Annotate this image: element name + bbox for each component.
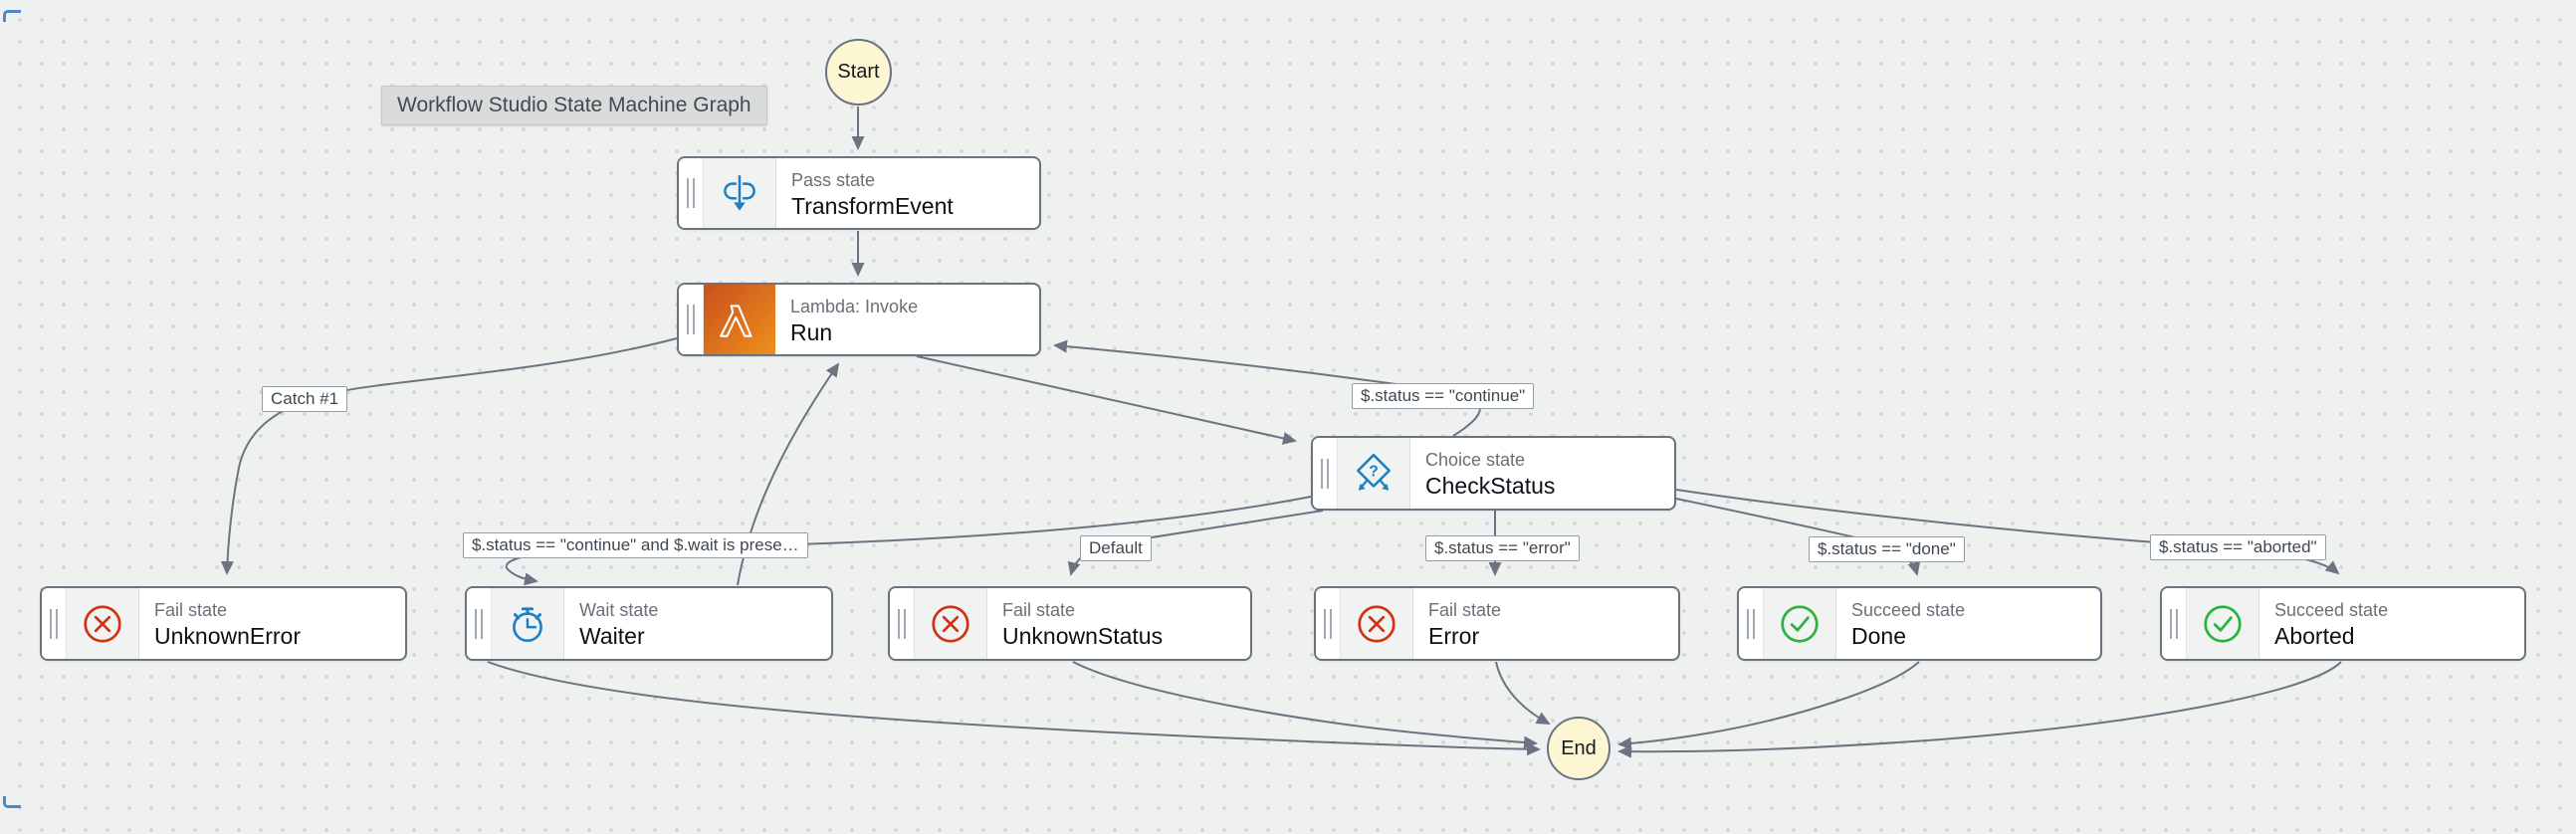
graph-tooltip: Workflow Studio State Machine Graph	[381, 86, 767, 125]
edge-label-status-error: $.status == "error"	[1425, 535, 1580, 561]
state-name-label: CheckStatus	[1425, 473, 1556, 499]
drag-handle-icon[interactable]	[467, 588, 492, 659]
fail-icon	[67, 588, 139, 659]
pass-icon	[704, 158, 776, 228]
edge-label-status-continue: $.status == "continue"	[1352, 383, 1535, 409]
state-node-unknownstatus[interactable]: Fail state UnknownStatus	[888, 586, 1252, 661]
wait-icon	[492, 588, 564, 659]
state-name-label: UnknownStatus	[1002, 623, 1164, 649]
edge-checkstatus-run-continue	[1053, 339, 1481, 437]
state-type-label: Lambda: Invoke	[790, 297, 919, 316]
state-type-label: Wait state	[579, 600, 659, 620]
edge-label-catch-1: Catch #1	[262, 386, 348, 412]
edge-error-end	[1495, 661, 1551, 725]
state-node-transformevent[interactable]: Pass state TransformEvent	[677, 156, 1041, 230]
state-name-label: Error	[1428, 623, 1480, 649]
state-type-label: Fail state	[1002, 600, 1076, 620]
edge-label-status-continue-wait: $.status == "continue" and $.wait is pre…	[463, 532, 808, 558]
state-type-label: Choice state	[1425, 450, 1526, 470]
end-node: End	[1547, 717, 1610, 780]
drag-handle-icon[interactable]	[1313, 438, 1338, 509]
state-name-label: TransformEvent	[791, 193, 954, 219]
drag-handle-icon[interactable]	[1739, 588, 1764, 659]
state-name-label: Aborted	[2274, 623, 2355, 649]
state-type-label: Pass state	[791, 170, 876, 190]
state-node-waiter[interactable]: Wait state Waiter	[465, 586, 833, 661]
state-name-label: Done	[1851, 623, 1906, 649]
edge-checkstatus-aborted	[1675, 489, 2340, 575]
drag-handle-icon[interactable]	[42, 588, 67, 659]
drag-handle-icon[interactable]	[679, 285, 704, 354]
lambda-icon	[704, 285, 775, 354]
choice-icon: ?	[1338, 438, 1410, 509]
state-node-aborted[interactable]: Succeed state Aborted	[2160, 586, 2526, 661]
state-name-label: UnknownError	[154, 623, 301, 649]
drag-handle-icon[interactable]	[1316, 588, 1341, 659]
state-node-error[interactable]: Fail state Error	[1314, 586, 1680, 661]
edge-done-end	[1617, 661, 1920, 750]
state-node-unknownerror[interactable]: Fail state UnknownError	[40, 586, 407, 661]
state-node-done[interactable]: Succeed state Done	[1737, 586, 2102, 661]
edge-label-default: Default	[1080, 535, 1152, 561]
state-name-label: Waiter	[579, 623, 645, 649]
drag-handle-icon[interactable]	[679, 158, 704, 228]
edge-label-status-done: $.status == "done"	[1809, 536, 1965, 562]
fail-icon	[1341, 588, 1413, 659]
drag-handle-icon[interactable]	[2162, 588, 2187, 659]
svg-text:?: ?	[1369, 463, 1379, 480]
state-type-label: Succeed state	[1851, 600, 1966, 620]
state-type-label: Fail state	[1428, 600, 1502, 620]
state-name-label: Run	[790, 319, 833, 345]
drag-handle-icon[interactable]	[890, 588, 915, 659]
edge-unknownstatus-end	[1072, 661, 1538, 749]
fail-icon	[915, 588, 987, 659]
start-node: Start	[825, 39, 892, 105]
succeed-icon	[1764, 588, 1836, 659]
succeed-icon	[2187, 588, 2259, 659]
edge-unknownerror-end	[487, 661, 1541, 756]
state-node-run[interactable]: Lambda: Invoke Run	[677, 283, 1041, 356]
state-type-label: Fail state	[154, 600, 228, 620]
canvas-focus-corner-bottom	[3, 796, 21, 808]
edge-aborted-end	[1617, 661, 2342, 758]
state-node-checkstatus[interactable]: ? Choice state CheckStatus	[1311, 436, 1676, 511]
canvas-focus-corner-top	[3, 10, 21, 22]
state-type-label: Succeed state	[2274, 600, 2389, 620]
edge-label-status-aborted: $.status == "aborted"	[2150, 534, 2326, 560]
edge-run-checkstatus	[916, 355, 1297, 445]
